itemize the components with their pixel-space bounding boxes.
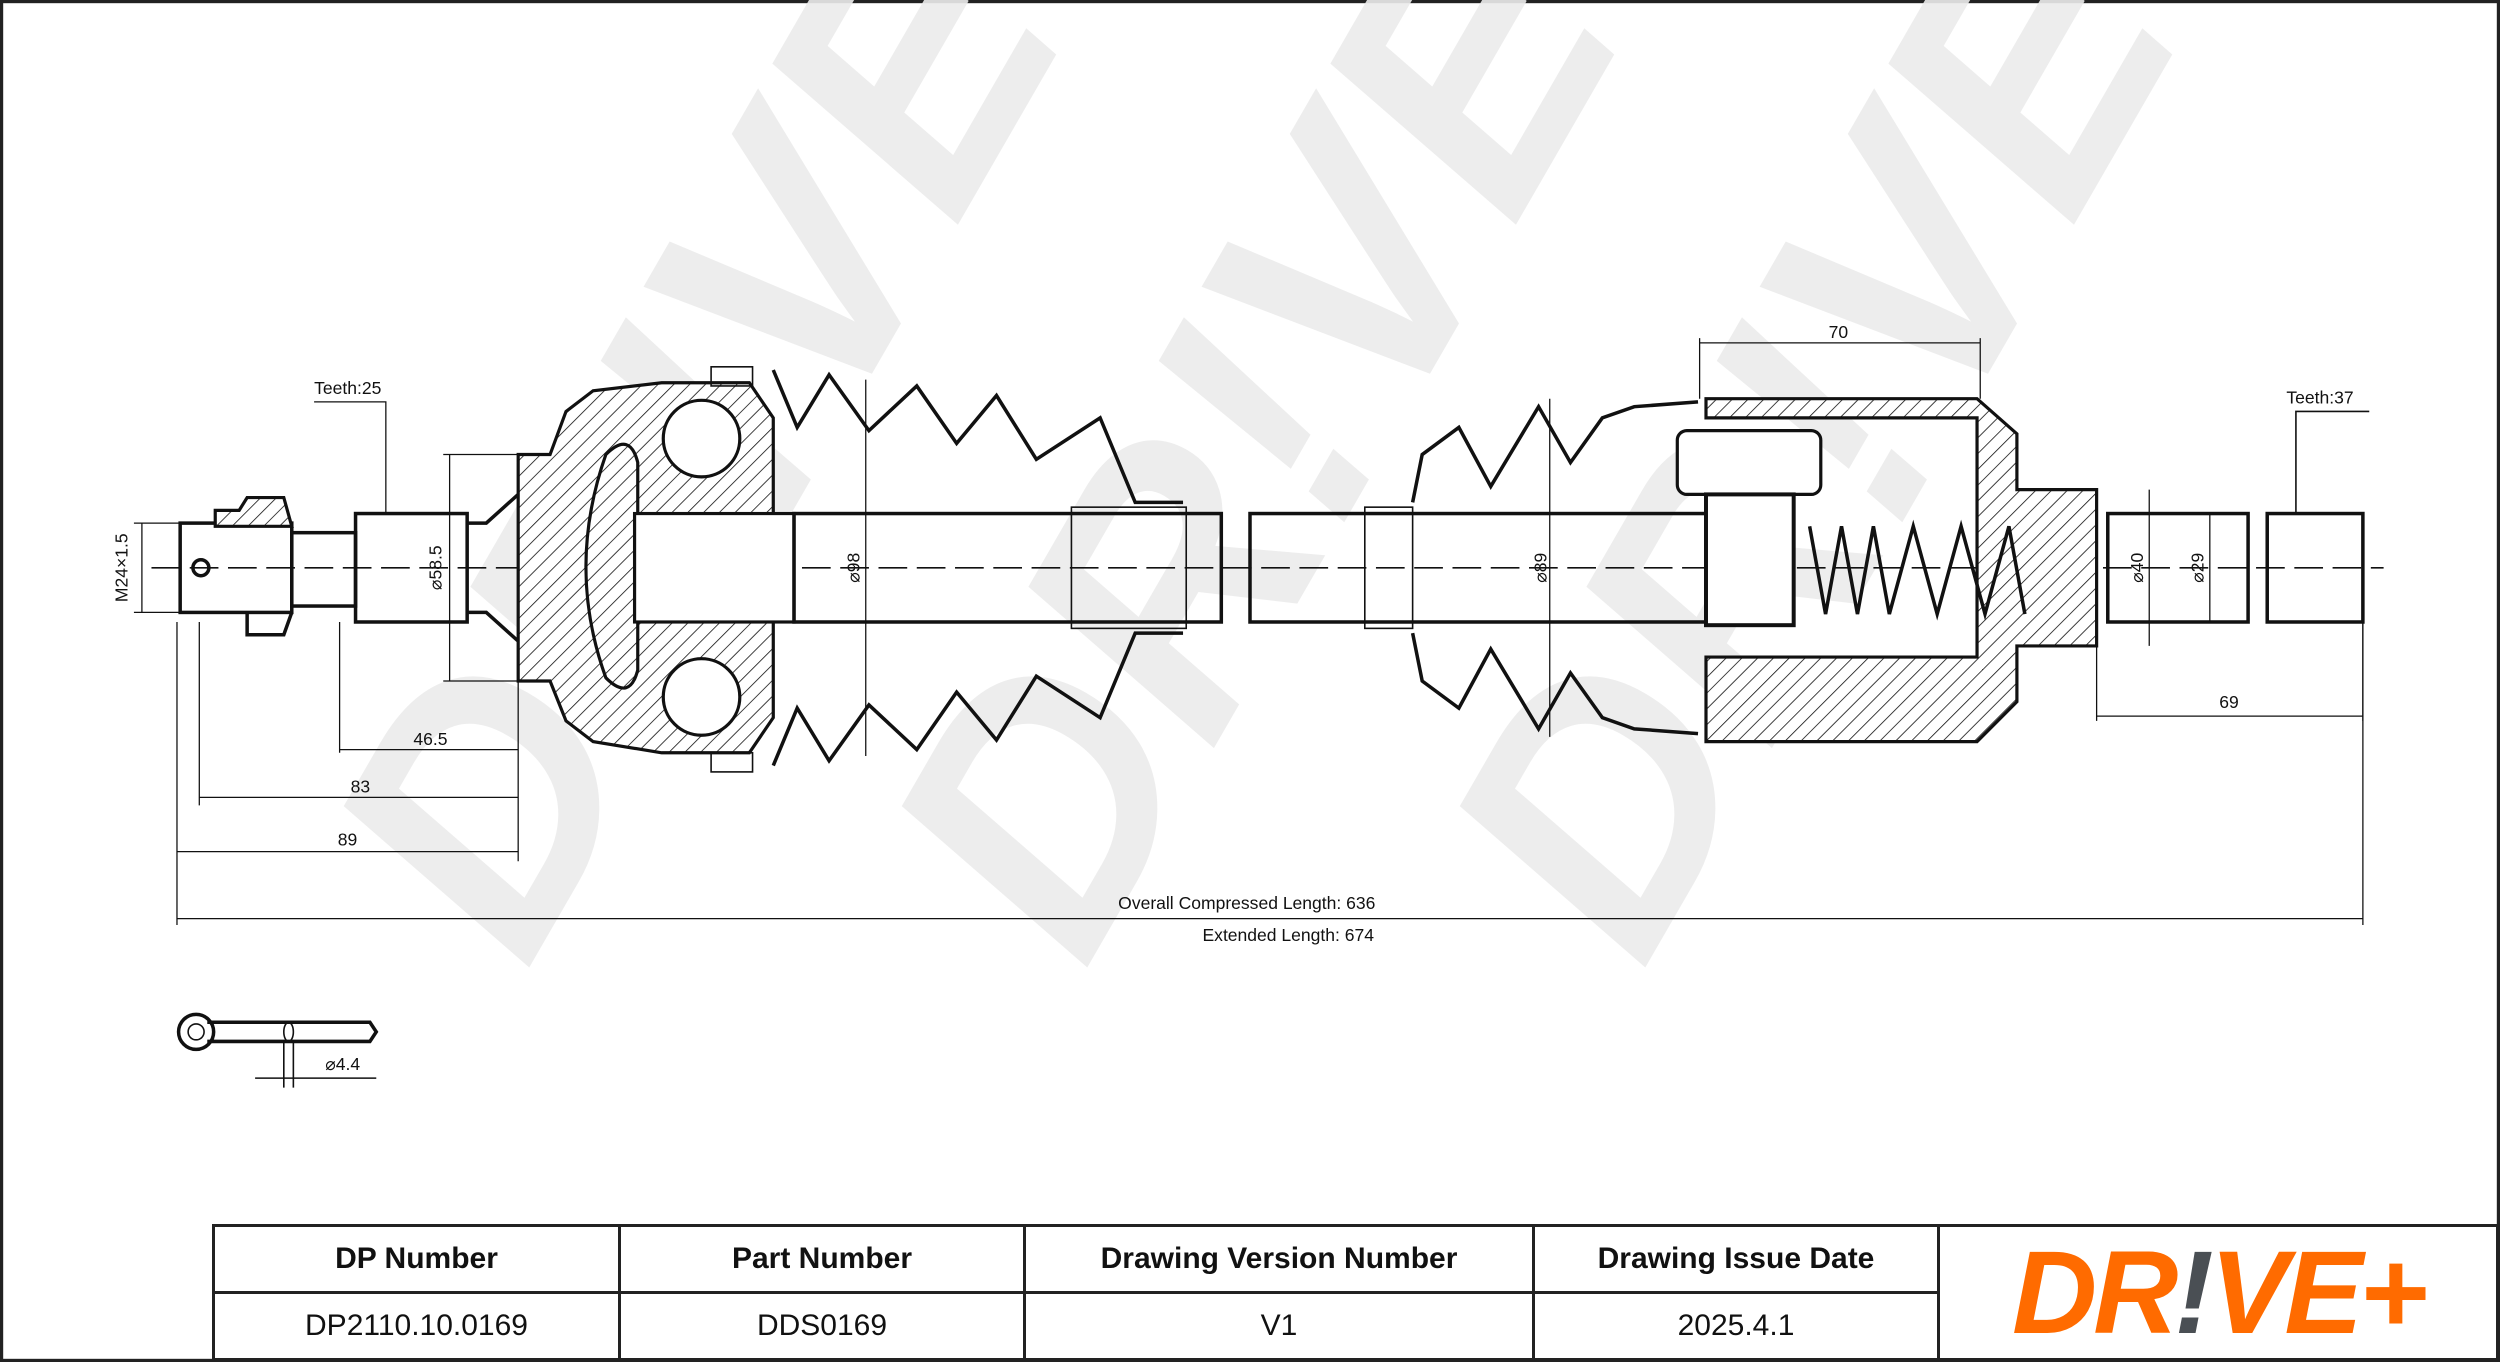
svg-text:⌀58.5: ⌀58.5 [426,545,446,590]
cotter-pin: ⌀4.4 [176,1012,379,1088]
dimensions [133,338,2364,926]
value-issue-date: 2025.4.1 [1532,1291,1940,1361]
svg-text:83: 83 [351,777,371,797]
svg-text:Teeth:37: Teeth:37 [2286,387,2353,407]
inner-boot [1410,400,1699,736]
svg-text:70: 70 [1829,322,1849,342]
svg-text:69: 69 [2219,692,2239,712]
inner-joint-stub [2106,410,2370,624]
svg-text:M24×1.5: M24×1.5 [112,533,132,602]
header-dp-number: DP Number [212,1224,621,1294]
svg-text:⌀40: ⌀40 [2127,552,2147,582]
outer-joint-stub [178,493,520,643]
svg-text:⌀4.4: ⌀4.4 [325,1054,360,1074]
header-issue-date: Drawing Issue Date [1532,1224,1940,1294]
value-part-number: DDS0169 [618,1291,1026,1361]
svg-text:⌀89: ⌀89 [1531,553,1551,583]
drive-logo: DR!VE+ [2011,1226,2428,1359]
svg-text:⌀29: ⌀29 [2187,553,2207,583]
outer-cv-joint [516,366,796,773]
title-block: DP Number Part Number Drawing Version Nu… [212,1224,2499,1361]
header-drawing-version: Drawing Version Number [1023,1224,1535,1294]
value-drawing-version: V1 [1023,1291,1535,1361]
svg-text:Extended Length: 674: Extended Length: 674 [1202,925,1374,945]
value-dp-number: DP2110.10.0169 [212,1291,621,1361]
svg-text:46.5: 46.5 [413,729,447,749]
dimension-labels: Teeth:25 Teeth:37 M24×1.5 ⌀58.5 ⌀98 ⌀89 … [112,322,2354,945]
header-part-number: Part Number [618,1224,1026,1294]
logo-cell: DR!VE+ [1937,1224,2499,1361]
svg-text:Teeth:25: Teeth:25 [314,378,381,398]
svg-text:89: 89 [338,829,358,849]
svg-text:⌀98: ⌀98 [843,553,863,583]
inner-tripod-joint [1675,397,2099,744]
outer-boot [771,369,1184,767]
svg-text:Overall Compressed Length: 6: Overall Compressed Length: 636 [1118,893,1375,913]
